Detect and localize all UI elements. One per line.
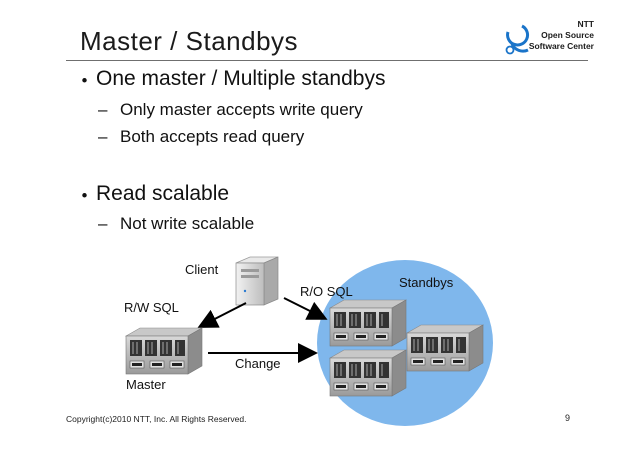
master-label: Master bbox=[126, 377, 166, 392]
standby-server-icon bbox=[329, 349, 407, 397]
change-label: Change bbox=[235, 356, 281, 371]
logo-line-2: Open Source bbox=[541, 30, 594, 40]
master-server-icon bbox=[125, 327, 203, 375]
sub-marker: – bbox=[98, 127, 108, 146]
sub-marker: – bbox=[98, 100, 108, 119]
slide-title: Master / Standbys bbox=[80, 26, 299, 56]
client-server-icon bbox=[235, 256, 279, 306]
bullet-2: ・ Read scalable bbox=[74, 182, 230, 208]
logo-line-1: NTT bbox=[577, 19, 594, 29]
rw-sql-label: R/W SQL bbox=[124, 300, 179, 315]
sub-marker: – bbox=[98, 214, 108, 233]
footer-copyright: Copyright(c)2010 NTT, Inc. All Rights Re… bbox=[66, 414, 247, 424]
bullet-2-sub-1: – Not write scalable bbox=[98, 214, 255, 234]
bullet-1-text: One master / Multiple standbys bbox=[96, 67, 386, 90]
bullet-1-sub-1-text: Only master accepts write query bbox=[120, 100, 363, 119]
logo-line-3: Software Center bbox=[528, 41, 594, 51]
bullet-2-sub-1-text: Not write scalable bbox=[120, 214, 255, 233]
bullet-marker: ・ bbox=[74, 185, 95, 208]
logo-text: NTT Open Source Software Center bbox=[518, 19, 594, 52]
page-number: 9 bbox=[565, 413, 571, 423]
client-label: Client bbox=[185, 262, 219, 277]
standby-server-icon bbox=[406, 324, 484, 372]
bullet-1-sub-2-text: Both accepts read query bbox=[120, 127, 305, 146]
bullet-1-sub-2: – Both accepts read query bbox=[98, 127, 305, 147]
ro-arrow bbox=[283, 297, 328, 320]
bullet-2-text: Read scalable bbox=[96, 182, 230, 205]
bullet-1-sub-1: – Only master accepts write query bbox=[98, 100, 363, 120]
standbys-label: Standbys bbox=[399, 275, 454, 290]
title-divider bbox=[66, 60, 588, 61]
ntt-oss-logo-icon bbox=[505, 24, 530, 55]
standby-server-icon bbox=[329, 299, 407, 347]
bullet-marker: ・ bbox=[74, 70, 95, 93]
ro-sql-label: R/O SQL bbox=[300, 284, 353, 299]
bullet-1: ・ One master / Multiple standbys bbox=[74, 67, 386, 93]
rw-arrow bbox=[197, 302, 247, 328]
